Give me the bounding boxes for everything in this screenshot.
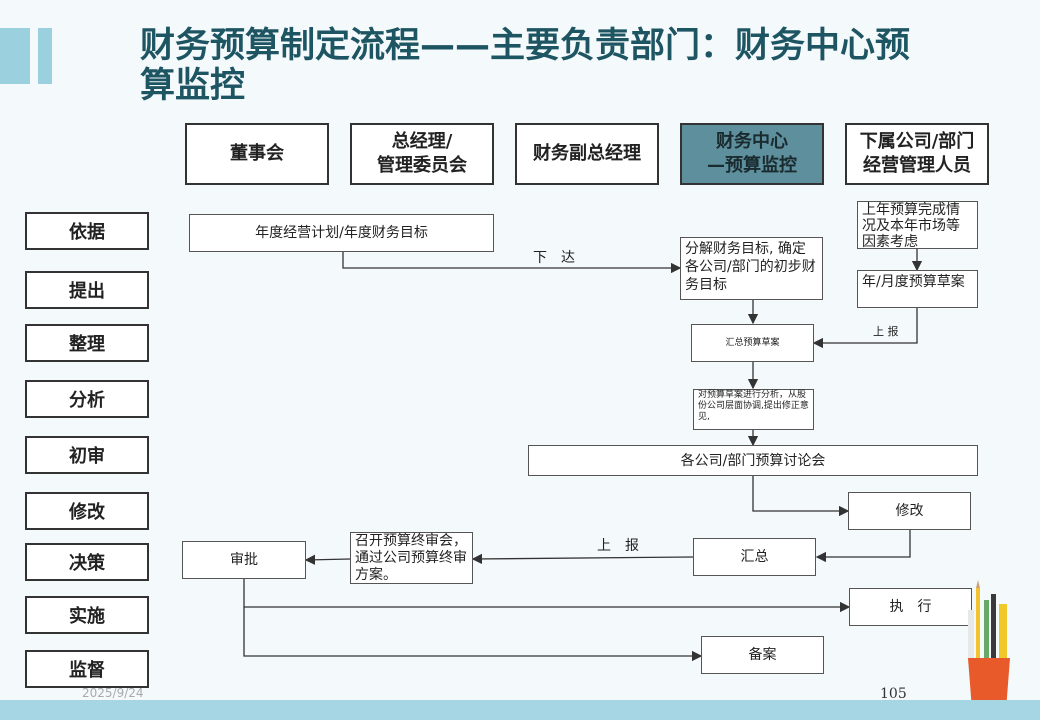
arrow-report-draft bbox=[812, 308, 918, 349]
page-title: 财务预算制定流程——主要负责部门：财务中心预算监控 bbox=[140, 26, 911, 106]
arrow-to-execute bbox=[243, 578, 851, 613]
footer-bar bbox=[0, 700, 1040, 720]
header-finance-center: 财务中心 —预算监控 bbox=[680, 123, 824, 185]
header-subsidiaries: 下属公司/部门 经营管理人员 bbox=[845, 123, 989, 185]
label-report-up-small: 上 报 bbox=[873, 325, 899, 338]
box-aggregate: 汇总 bbox=[693, 538, 816, 576]
box-draft: 年/月度预算草案 bbox=[857, 270, 978, 308]
box-revise: 修改 bbox=[848, 492, 971, 530]
stage-supervise: 监督 bbox=[25, 650, 149, 688]
stage-decide: 决策 bbox=[25, 543, 149, 581]
box-decompose-targets: 分解财务目标, 确定各公司/部门的初步财务目标 bbox=[680, 237, 823, 300]
arrow-to-revise bbox=[752, 476, 850, 517]
label-issue: 下 达 bbox=[533, 250, 575, 266]
box-execute: 执 行 bbox=[849, 588, 972, 626]
arrow-report-final bbox=[471, 553, 694, 565]
box-final-meeting: 召开预算终审会，通过公司预算终审方案。 bbox=[350, 532, 473, 584]
box-discussion: 各公司/部门预算讨论会 bbox=[528, 445, 978, 476]
header-finance-vp: 财务副总经理 bbox=[515, 123, 659, 185]
arrow-issue bbox=[342, 252, 682, 274]
stage-revise: 修改 bbox=[25, 492, 149, 530]
stage-implement: 实施 bbox=[25, 596, 149, 634]
stage-analyze: 分析 bbox=[25, 380, 149, 418]
box-approve: 审批 bbox=[182, 541, 306, 579]
pencil-cup-icon bbox=[968, 580, 1010, 710]
footer-date: 2025/9/24 bbox=[82, 686, 144, 700]
stage-propose: 提出 bbox=[25, 271, 149, 309]
label-report-up: 上 报 bbox=[597, 538, 639, 554]
page-number: 105 bbox=[880, 686, 907, 702]
stage-preliminary-review: 初审 bbox=[25, 436, 149, 474]
header-board: 董事会 bbox=[185, 123, 329, 185]
arrow-to-filing bbox=[243, 607, 703, 662]
arrow-to-approve bbox=[304, 554, 351, 565]
stage-basis: 依据 bbox=[25, 212, 149, 250]
header-general-manager: 总经理/ 管理委员会 bbox=[350, 123, 494, 185]
box-summary-draft: 汇总预算草案 bbox=[691, 324, 814, 362]
box-filing: 备案 bbox=[701, 636, 824, 674]
box-last-year: 上年预算完成情况及本年市场等因素考虑 bbox=[857, 201, 978, 250]
box-annual-plan: 年度经营计划/年度财务目标 bbox=[189, 214, 494, 252]
decorative-bar bbox=[0, 28, 30, 84]
box-analysis: 对预算草案进行分析，从股份公司层面协调,提出修正意见, bbox=[693, 389, 814, 430]
arrow-to-aggregate bbox=[815, 530, 911, 563]
stage-organize: 整理 bbox=[25, 324, 149, 362]
decorative-bar bbox=[38, 28, 52, 84]
